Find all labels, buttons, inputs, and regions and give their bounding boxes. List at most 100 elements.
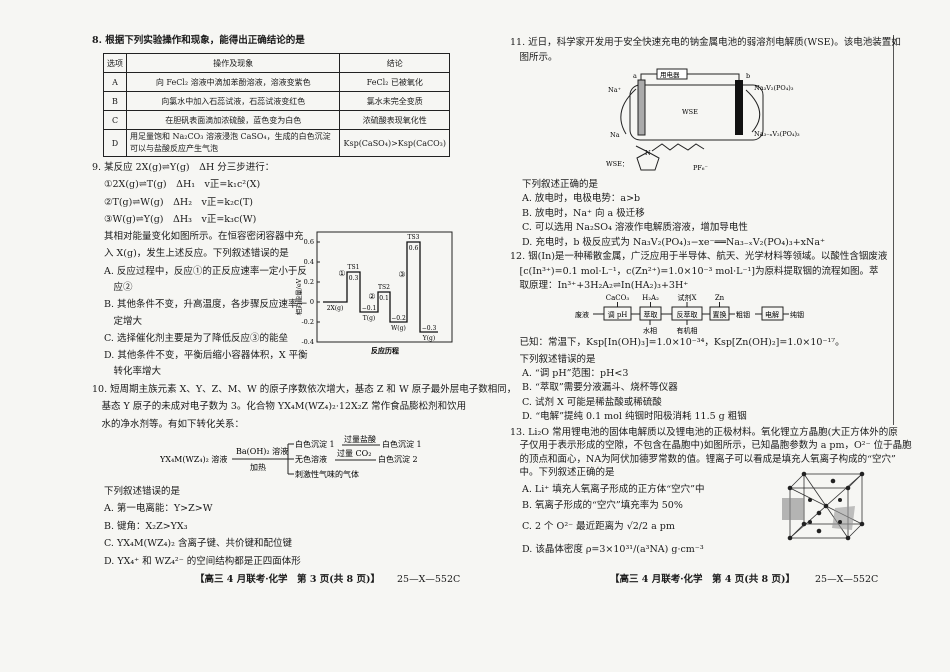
y-tick-label: -0.2 bbox=[301, 318, 314, 326]
flow-step: 置换 bbox=[713, 310, 727, 319]
level-label: TS2 bbox=[378, 284, 390, 291]
step-mark: ③ bbox=[398, 270, 405, 279]
step-mark: ① bbox=[338, 269, 345, 278]
flow-output: 水相 bbox=[643, 326, 657, 335]
q10-flow-diagram: YX₄M(WZ₄)₂ 溶液 Ba(OH)₂ 溶液 加热 白色沉淀 1 无色溶液 … bbox=[160, 434, 422, 479]
electrode-a bbox=[637, 79, 646, 136]
q9-option-a: 应② bbox=[104, 282, 133, 293]
flow-branch-1: 白色沉淀 1 bbox=[295, 439, 335, 449]
q9-step: ②T(g)⇌W(g) ΔH₂ v正=k₂c(T) bbox=[104, 197, 253, 208]
q11-text: 11. 近日，科学家开发用于安全快速充电的钠金属电池的弱溶剂电解质(WSE)。该… bbox=[510, 37, 901, 48]
page-footer: 【高三 4 月联考·化学 第 3 页(共 8 页)】 bbox=[195, 574, 380, 585]
q10-text: 10. 短周期主族元素 X、Y、Z、M、W 的原子序数依次增大，基态 Z 和 W… bbox=[92, 384, 517, 395]
flow-branch-2: 无色溶液 bbox=[295, 454, 327, 464]
level-label: W(g) bbox=[391, 325, 406, 332]
flow-branch-1-product: 白色沉淀 1 bbox=[382, 439, 422, 449]
svg-text:b: b bbox=[746, 72, 750, 80]
y-tick-label: 0 bbox=[310, 298, 314, 306]
q10-text: 基态 Y 原子的未成对电子数为 3。化合物 YX₄M(WZ₄)₂·12X₂Z 常… bbox=[92, 401, 467, 412]
column-divider bbox=[893, 35, 894, 425]
level-value: 0.6 bbox=[409, 245, 419, 252]
exam-code: 25—X—552C bbox=[397, 574, 461, 585]
flow-input: H₂A₂ bbox=[642, 294, 659, 302]
energy-diagram: 0.60.40.20-0.2-0.4相对能量/eV反应历程2X(g)TS10.3… bbox=[294, 231, 453, 355]
flow-output: 有机相 bbox=[677, 326, 698, 335]
y-tick-label: -0.4 bbox=[301, 338, 314, 346]
flow-condition: 加热 bbox=[250, 462, 266, 472]
level-label: Y(g) bbox=[422, 335, 435, 342]
q9-option-d: D. 其他条件不变，平衡后缩小容器体积，X 平衡 bbox=[104, 350, 308, 361]
svg-text:Na₃₋ₓV₂(PO₄)₃: Na₃₋ₓV₂(PO₄)₃ bbox=[754, 130, 800, 138]
flow-step: 萃取 bbox=[644, 310, 658, 319]
svg-text:Na₃V₂(PO₄)₃: Na₃V₂(PO₄)₃ bbox=[754, 84, 794, 92]
svg-text:用电器: 用电器 bbox=[660, 70, 680, 79]
q13-text: 的顶点和面心，NA为阿伏加德罗常数的值。锂离子可以看成是填充人氧离子构成的“空穴… bbox=[510, 454, 896, 465]
q11-text: 图所示。 bbox=[510, 52, 558, 63]
q13-text: 13. Li₂O 常用锂电池的固体电解质以及锂电池的正极材料。氧化锂立方晶胞(大… bbox=[510, 427, 898, 438]
q11-option-b: B. 放电时，Na⁺ 向 a 极迁移 bbox=[522, 208, 645, 219]
svg-text:WSE：: WSE： bbox=[606, 160, 628, 168]
flow-input: CaCO₃ bbox=[606, 294, 630, 302]
q9-step: ③W(g)⇌Y(g) ΔH₃ v正=k₃c(W) bbox=[104, 214, 257, 225]
flow-step: 调 pH bbox=[608, 310, 628, 319]
q10-option-c: C. YX₄M(WZ₄)₂ 含离子键、共价键和配位键 bbox=[104, 538, 292, 549]
q9-title: 9. 某反应 2X(g)⇌Y(g) ΔH 分三步进行： bbox=[92, 162, 275, 173]
svg-text:Na⁺: Na⁺ bbox=[608, 86, 621, 94]
q11-option-c: C. 可以选用 Na₂SO₄ 溶液作电解质溶液，增加导电性 bbox=[522, 222, 748, 233]
q10-prompt: 下列叙述错误的是 bbox=[104, 486, 181, 497]
q13-option-b: B. 氧离子形成的“空穴”填充率为 50% bbox=[522, 500, 683, 511]
q9-step: ①2X(g)⇌T(g) ΔH₁ v正=k₁c²(X) bbox=[104, 179, 261, 190]
q10-text: 水的净水剂等。有如下转化关系： bbox=[92, 419, 245, 430]
q12-text: 12. 铟(In)是一种稀散金属，广泛应用于半导体、航天、光学材料等领域。以酸性… bbox=[510, 251, 888, 262]
y-tick-label: 0.4 bbox=[304, 258, 314, 266]
flow-reagent: Ba(OH)₂ 溶液 bbox=[236, 446, 288, 456]
q10-option-d: D. YX₄⁺ 和 WZ₄²⁻ 的空间结构都是正四面体形 bbox=[104, 556, 301, 567]
q12-option-a: A. “调 pH”范围：pH<3 bbox=[522, 368, 629, 379]
level-value: 0.3 bbox=[349, 275, 359, 282]
q9-text: 其相对能量变化如图所示。在恒容密闭容器中充 bbox=[104, 231, 304, 242]
q12-text: [c(In³⁺)=0.1 mol·L⁻¹，c(Zn²⁺)=1.0×10⁻³ mo… bbox=[510, 266, 879, 277]
y-tick-label: 0.2 bbox=[304, 278, 314, 286]
level-label: T(g) bbox=[363, 315, 376, 322]
svg-text:PF₆⁻: PF₆⁻ bbox=[693, 164, 708, 172]
energy-profile-line bbox=[323, 241, 438, 333]
q10-option-a: A. 第一电离能：Y>Z>W bbox=[104, 503, 213, 514]
q9-option-d: 转化率增大 bbox=[104, 366, 162, 377]
flow-branch-2-product: 白色沉淀 2 bbox=[378, 454, 418, 464]
exam-code: 25—X—552C bbox=[815, 574, 879, 585]
flow-mid: 粗铟 bbox=[736, 310, 750, 319]
q13-option-d: D. 该晶体密度 ρ=3×10³¹/(a³NA) g·cm⁻³ bbox=[522, 544, 704, 555]
q12-flow-diagram: 废液调 pHCaCO₃萃取H₂A₂反萃取试剂X置换Zn水相有机相粗铟电解纯铟 bbox=[575, 293, 804, 335]
y-axis-label: 相对能量/eV bbox=[294, 278, 303, 315]
flow-branch-3: 刺激性气味的气体 bbox=[295, 469, 359, 479]
q11-prompt: 下列叙述正确的是 bbox=[522, 179, 599, 190]
q13-text: 中。下列叙述正确的是 bbox=[510, 467, 615, 478]
step-mark: ② bbox=[368, 292, 375, 301]
level-value: −0.3 bbox=[422, 325, 437, 332]
q9-option-b: 定增大 bbox=[104, 316, 143, 327]
flow-input: Zn bbox=[715, 294, 725, 302]
q9-option-a: A. 反应过程中，反应①的正反应速率一定小于反 bbox=[104, 266, 307, 277]
y-tick-label: 0.6 bbox=[304, 238, 314, 246]
q12-option-b: B. “萃取”需要分液漏斗、烧杯等仪器 bbox=[522, 382, 678, 393]
q8-title: 8. 根据下列实验操作和现象，能得出正确结论的是 bbox=[92, 35, 305, 46]
flow-start: YX₄M(WZ₄)₂ 溶液 bbox=[160, 454, 227, 464]
flow-input: 试剂X bbox=[678, 293, 697, 302]
q12-known: 已知：常温下，Ksp[In(OH)₃]=1.0×10⁻³⁴，Ksp[Zn(OH)… bbox=[510, 337, 845, 348]
flow-step: 反萃取 bbox=[677, 310, 698, 319]
svg-text:WSE: WSE bbox=[682, 108, 698, 116]
q10-option-b: B. 键角：X₂Z>YX₃ bbox=[104, 521, 188, 532]
q13-option-c: C. 2 个 O²⁻ 最近距离为 √2/2 a pm bbox=[522, 521, 675, 532]
q12-text: 取原理：In³⁺+3H₂A₂⇌In(HA₂)₃+3H⁺ bbox=[510, 280, 689, 291]
flow-start: 废液 bbox=[575, 310, 589, 319]
page-footer: 【高三 4 月联考·化学 第 4 页(共 8 页)】 bbox=[610, 574, 795, 585]
svg-text:N: N bbox=[645, 149, 651, 157]
level-value: −0.2 bbox=[391, 315, 406, 322]
